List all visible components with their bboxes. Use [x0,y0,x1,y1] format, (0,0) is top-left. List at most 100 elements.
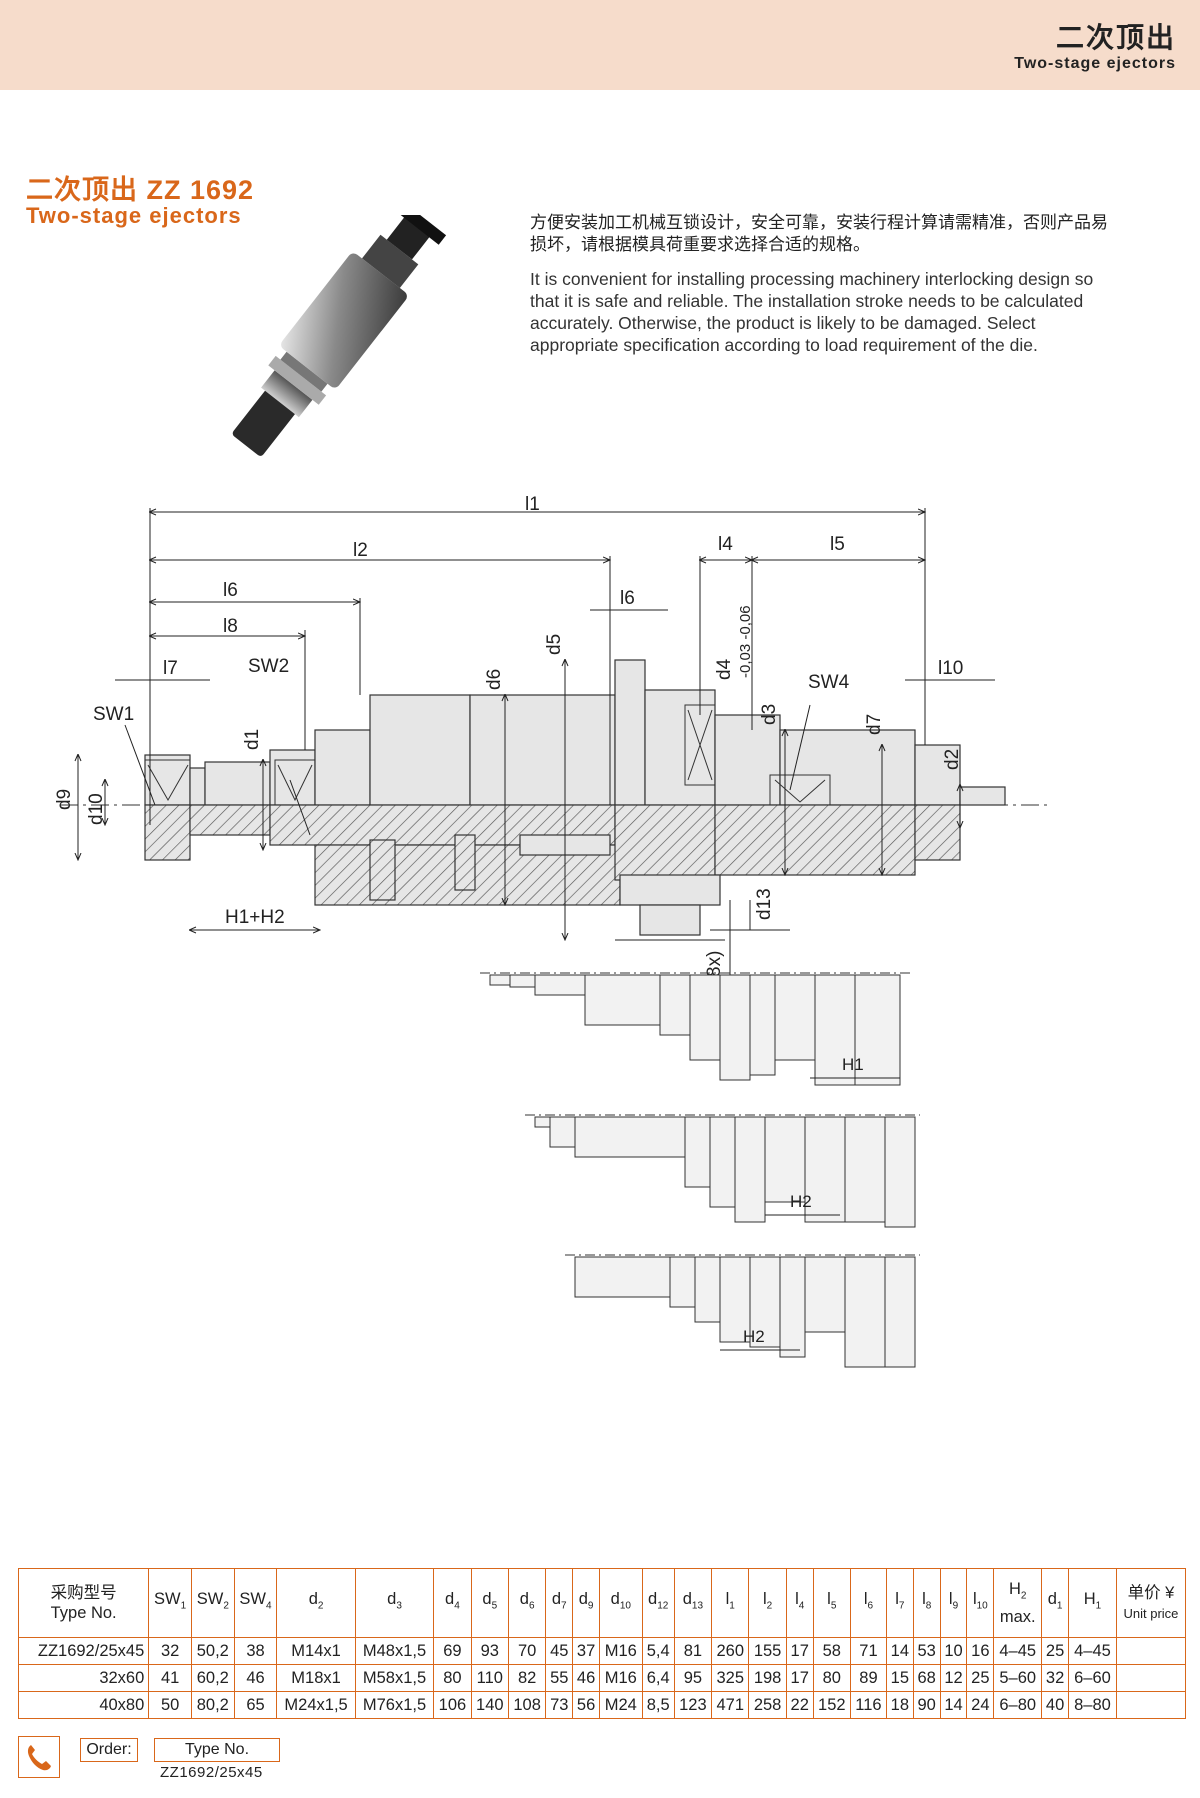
header-index: 2 [1020,1590,1027,1602]
ejector-main-view: l1 l2 l4 l5 l6 l6 l8 l7 l10 SW2 SW1 SW4 … [54,494,1050,1020]
table-cell: 25 [1041,1637,1069,1665]
header-index: 4 [798,1600,805,1612]
dim-l7: l7 [163,658,178,679]
header-main: l [725,1590,730,1609]
table-cell: 260 [711,1637,750,1665]
dim-l2: l2 [353,540,368,561]
header-main: l [895,1590,899,1609]
dim-d3: d3 [759,704,780,725]
table-cell: 71 [849,1637,887,1665]
table-cell [1115,1691,1187,1719]
spec-col-header: d12 [641,1568,675,1638]
spec-col-header: l6 [849,1568,887,1638]
table-cell: 90 [912,1691,941,1719]
header-index: 1 [729,1600,735,1612]
table-cell: 4–45 [993,1637,1043,1665]
header-main: d [445,1590,455,1609]
spec-col-header: l1 [711,1568,750,1638]
spec-col-header: d13 [673,1568,713,1638]
header-index: 7 [561,1600,567,1612]
table-cell: 82 [507,1664,547,1692]
table-cell: 95 [673,1664,713,1692]
table-cell: 81 [673,1637,713,1665]
table-cell: 17 [785,1664,814,1692]
header-main: d [308,1590,318,1609]
table-cell: 14 [885,1637,914,1665]
table-cell: 46 [233,1664,278,1692]
table-cell: 55 [545,1664,574,1692]
table-cell: 22 [785,1691,814,1719]
header-main: l [762,1590,767,1609]
header-sub: Type No. [50,1604,117,1622]
header-main: d [482,1590,492,1609]
table-cell: 65 [233,1691,278,1719]
table-cell: 32x60 [17,1664,150,1692]
table-cell: 32 [1041,1664,1069,1692]
table-cell: 50,2 [190,1637,235,1665]
spec-col-header: l10 [966,1568,995,1638]
table-cell: 5–60 [993,1664,1043,1692]
header-index: 4 [454,1600,460,1612]
header-index: 1 [180,1600,187,1612]
stroke-h1: H1 [842,1055,864,1074]
table-cell: 6,4 [641,1664,675,1692]
header-main: H [1083,1590,1096,1609]
spec-col-header: d6 [507,1568,547,1638]
header-title-en: Two-stage ejectors [1014,55,1176,72]
table-cell: M48x1,5 [354,1637,435,1665]
phone-icon [18,1736,60,1778]
table-cell: 32 [148,1637,192,1665]
spec-col-header: l9 [939,1568,968,1638]
dim-d2: d2 [942,749,963,770]
header-main: H [1008,1580,1021,1599]
spec-col-header: SW2 [190,1568,235,1638]
table-cell: 93 [470,1637,509,1665]
spec-col-header: H1 [1068,1568,1117,1638]
table-cell: 38 [233,1637,278,1665]
table-cell: 69 [433,1637,472,1665]
header-index: 10 [619,1600,631,1612]
table-cell: 8–80 [1068,1691,1117,1719]
header-index: 9 [587,1600,594,1612]
header-index: 4 [266,1600,272,1612]
dim-d13: d13 [754,888,775,920]
dim-l6-left: l6 [223,580,238,601]
table-cell: 40 [1041,1691,1069,1719]
header-index: 13 [691,1600,704,1612]
table-cell: 16 [966,1637,995,1665]
header-index: 9 [952,1600,959,1612]
table-cell: M24 [598,1691,643,1719]
header-main: l [922,1590,926,1609]
dim-d9: d9 [54,789,75,810]
header-main: SW [239,1590,267,1609]
table-cell: 258 [748,1691,787,1719]
dim-l4: l4 [718,534,733,555]
table-cell: 8,5 [641,1691,675,1719]
table-cell: 140 [470,1691,509,1719]
table-cell: 12 [939,1664,968,1692]
table-cell: 50 [148,1691,192,1719]
header-index: 8 [925,1600,932,1612]
dim-l1: l1 [525,494,540,515]
dim-d6: d6 [484,669,505,690]
spec-col-header: l4 [785,1568,814,1638]
header-main: 采购型号 [50,1584,117,1602]
header-index: 2 [223,1600,229,1612]
table-cell: 70 [507,1637,547,1665]
table-cell: 108 [507,1691,547,1719]
table-cell: 25 [966,1664,995,1692]
table-cell: 152 [812,1691,851,1719]
spec-col-header: 采购型号 Type No. [17,1568,150,1638]
table-cell: 106 [433,1691,472,1719]
header-index: 6 [528,1600,535,1612]
table-cell [1115,1637,1187,1665]
table-cell: 14 [939,1691,968,1719]
header-index: 6 [867,1600,874,1612]
description-en: It is convenient for installing processi… [530,269,1094,355]
table-cell: ZZ1692/25x45 [17,1637,150,1665]
order-label: Order: [80,1738,138,1762]
